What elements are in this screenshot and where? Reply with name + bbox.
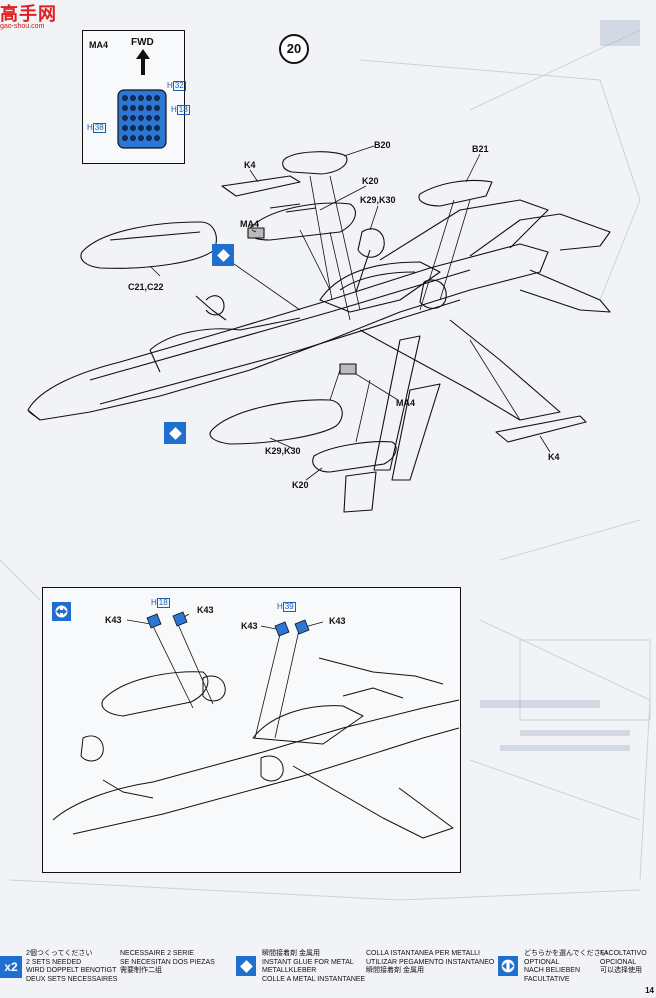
- metal-glue-icon: [236, 956, 256, 976]
- ma4-inset-part-label: MA4: [89, 40, 109, 50]
- label-c21: C21,C22: [128, 282, 164, 292]
- pod-k20-bottom: [312, 441, 397, 473]
- label-k29-top: K29,K30: [360, 195, 396, 205]
- label-k43: K43: [329, 616, 346, 626]
- label-k43: K43: [105, 615, 122, 625]
- fuel-tank-upper: [80, 221, 217, 269]
- wing-lower: [359, 319, 561, 421]
- label-k20-bottom: K20: [292, 480, 309, 490]
- fwd-arrow-icon: [136, 49, 150, 75]
- ma4-small-top: [247, 227, 265, 239]
- footer-optional: どちらかを選んでください OPTIONAL NACH BELIEBEN FACU…: [524, 950, 608, 983]
- footer-two-sets-more: NECESSAIRE 2 SERIE SE NECESITAN DOS PIEZ…: [120, 950, 215, 975]
- canopy-outline: [319, 261, 441, 313]
- label-ma4-top: MA4: [240, 219, 260, 229]
- watermark-title: 高手网: [0, 4, 57, 24]
- label-ma4-mid: MA4: [396, 398, 416, 408]
- label-k43: K43: [241, 621, 258, 631]
- label-k20-top: K20: [362, 176, 379, 186]
- part-b21: [418, 179, 493, 207]
- fuel-tank-lower: [209, 399, 343, 445]
- ma4-small-mid: [339, 363, 357, 375]
- tail-fin: [469, 213, 611, 257]
- metal-glue-icon: [164, 422, 186, 444]
- footer-metal-glue-more: COLLA ISTANTANEA PER METALLI UTILIZAR PE…: [366, 950, 495, 975]
- step-number: 20: [279, 34, 309, 64]
- fwd-label: FWD: [131, 37, 154, 48]
- watermark-url: gao-shou.com: [0, 23, 45, 30]
- pylon-k4-right: [495, 415, 587, 443]
- optional-aircraft-drawing: [52, 611, 460, 839]
- main-gear-left: [355, 228, 385, 293]
- footer-metal-glue: 瞬間接着剤 金属用 INSTANT GLUE FOR METAL METALLK…: [262, 950, 366, 983]
- photo-etch-grid-icon: [117, 89, 167, 149]
- wing-upper: [379, 199, 549, 261]
- nose-gear: [195, 295, 227, 321]
- pylon-k4-top: [221, 175, 301, 197]
- optional-icon: [498, 956, 518, 976]
- footer-two-sets: 2個つくってください 2 SETS NEEDED WIRD DOPPELT BE…: [26, 950, 118, 983]
- label-k4-right: K4: [548, 452, 560, 462]
- site-watermark: 高手网 gao-shou.com: [0, 0, 78, 34]
- page-number: 14: [645, 986, 654, 996]
- label-k29-bottom: K29,K30: [265, 446, 301, 456]
- fuselage-outline: [27, 243, 549, 421]
- label-k4-top: K4: [244, 160, 256, 170]
- optional-icon: [52, 602, 71, 621]
- part-b20: [282, 151, 348, 175]
- main-gear-right: [419, 279, 447, 309]
- label-b20: B20: [374, 140, 391, 150]
- instruction-footer: x2 2個つくってください 2 SETS NEEDED WIRD DOPPELT…: [0, 938, 656, 998]
- label-b21: B21: [472, 144, 489, 154]
- label-k43: K43: [197, 605, 214, 615]
- k43-parts: [146, 611, 310, 637]
- footer-optional-more: FACOLTATIVO OPCIONAL 可以选择使用: [600, 950, 647, 975]
- two-sets-icon: x2: [0, 956, 22, 978]
- metal-glue-icon: [212, 244, 234, 266]
